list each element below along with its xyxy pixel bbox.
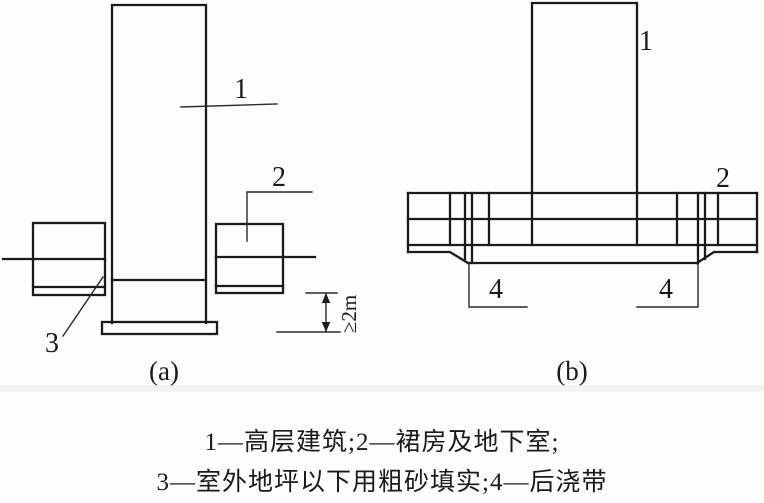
podium-right-outline	[214, 222, 285, 295]
figure-a-caption: (a)	[149, 356, 179, 386]
slab-bottom-right-chamfer	[695, 250, 759, 265]
legend-line-2: 3—室外地坪以下用粗砂填实;4—后浇带	[156, 469, 608, 496]
dimension-arrow-down-icon	[321, 322, 331, 332]
callout-4-right-leader	[636, 263, 699, 308]
callout-2-label: 2	[716, 163, 730, 194]
callout-3-leader	[62, 276, 104, 337]
tower-outline	[530, 1, 639, 195]
tower-base-flange	[100, 320, 219, 336]
legend: 1—高层建筑;2—裙房及地下室; 3—室外地坪以下用粗砂填实;4—后浇带	[0, 423, 764, 503]
callout-3-label: 3	[45, 328, 59, 359]
callout-1-label: 1	[639, 26, 653, 57]
callout-4-right-label: 4	[659, 274, 673, 305]
tower-outline	[110, 3, 208, 325]
scan-band	[0, 385, 764, 392]
figure-b: 1 2 4 4 (b)	[406, 1, 759, 386]
slab-bottom-left-chamfer	[406, 250, 470, 265]
callout-2-leader	[246, 191, 313, 242]
figure-b-caption: (b)	[556, 356, 587, 386]
callout-1-leader	[180, 103, 278, 108]
dimension-label: ≥2m	[337, 295, 361, 333]
dimension-arrow-up-icon	[321, 293, 331, 303]
legend-line-1: 1—高层建筑;2—裙房及地下室;	[204, 429, 560, 456]
callout-2-label: 2	[272, 162, 286, 193]
callout-4-left-label: 4	[489, 274, 503, 305]
callout-4-left-leader	[468, 263, 528, 308]
callout-1-label: 1	[234, 74, 248, 105]
figure-a: ≥2m 1 2 3 (a)	[1, 3, 361, 386]
